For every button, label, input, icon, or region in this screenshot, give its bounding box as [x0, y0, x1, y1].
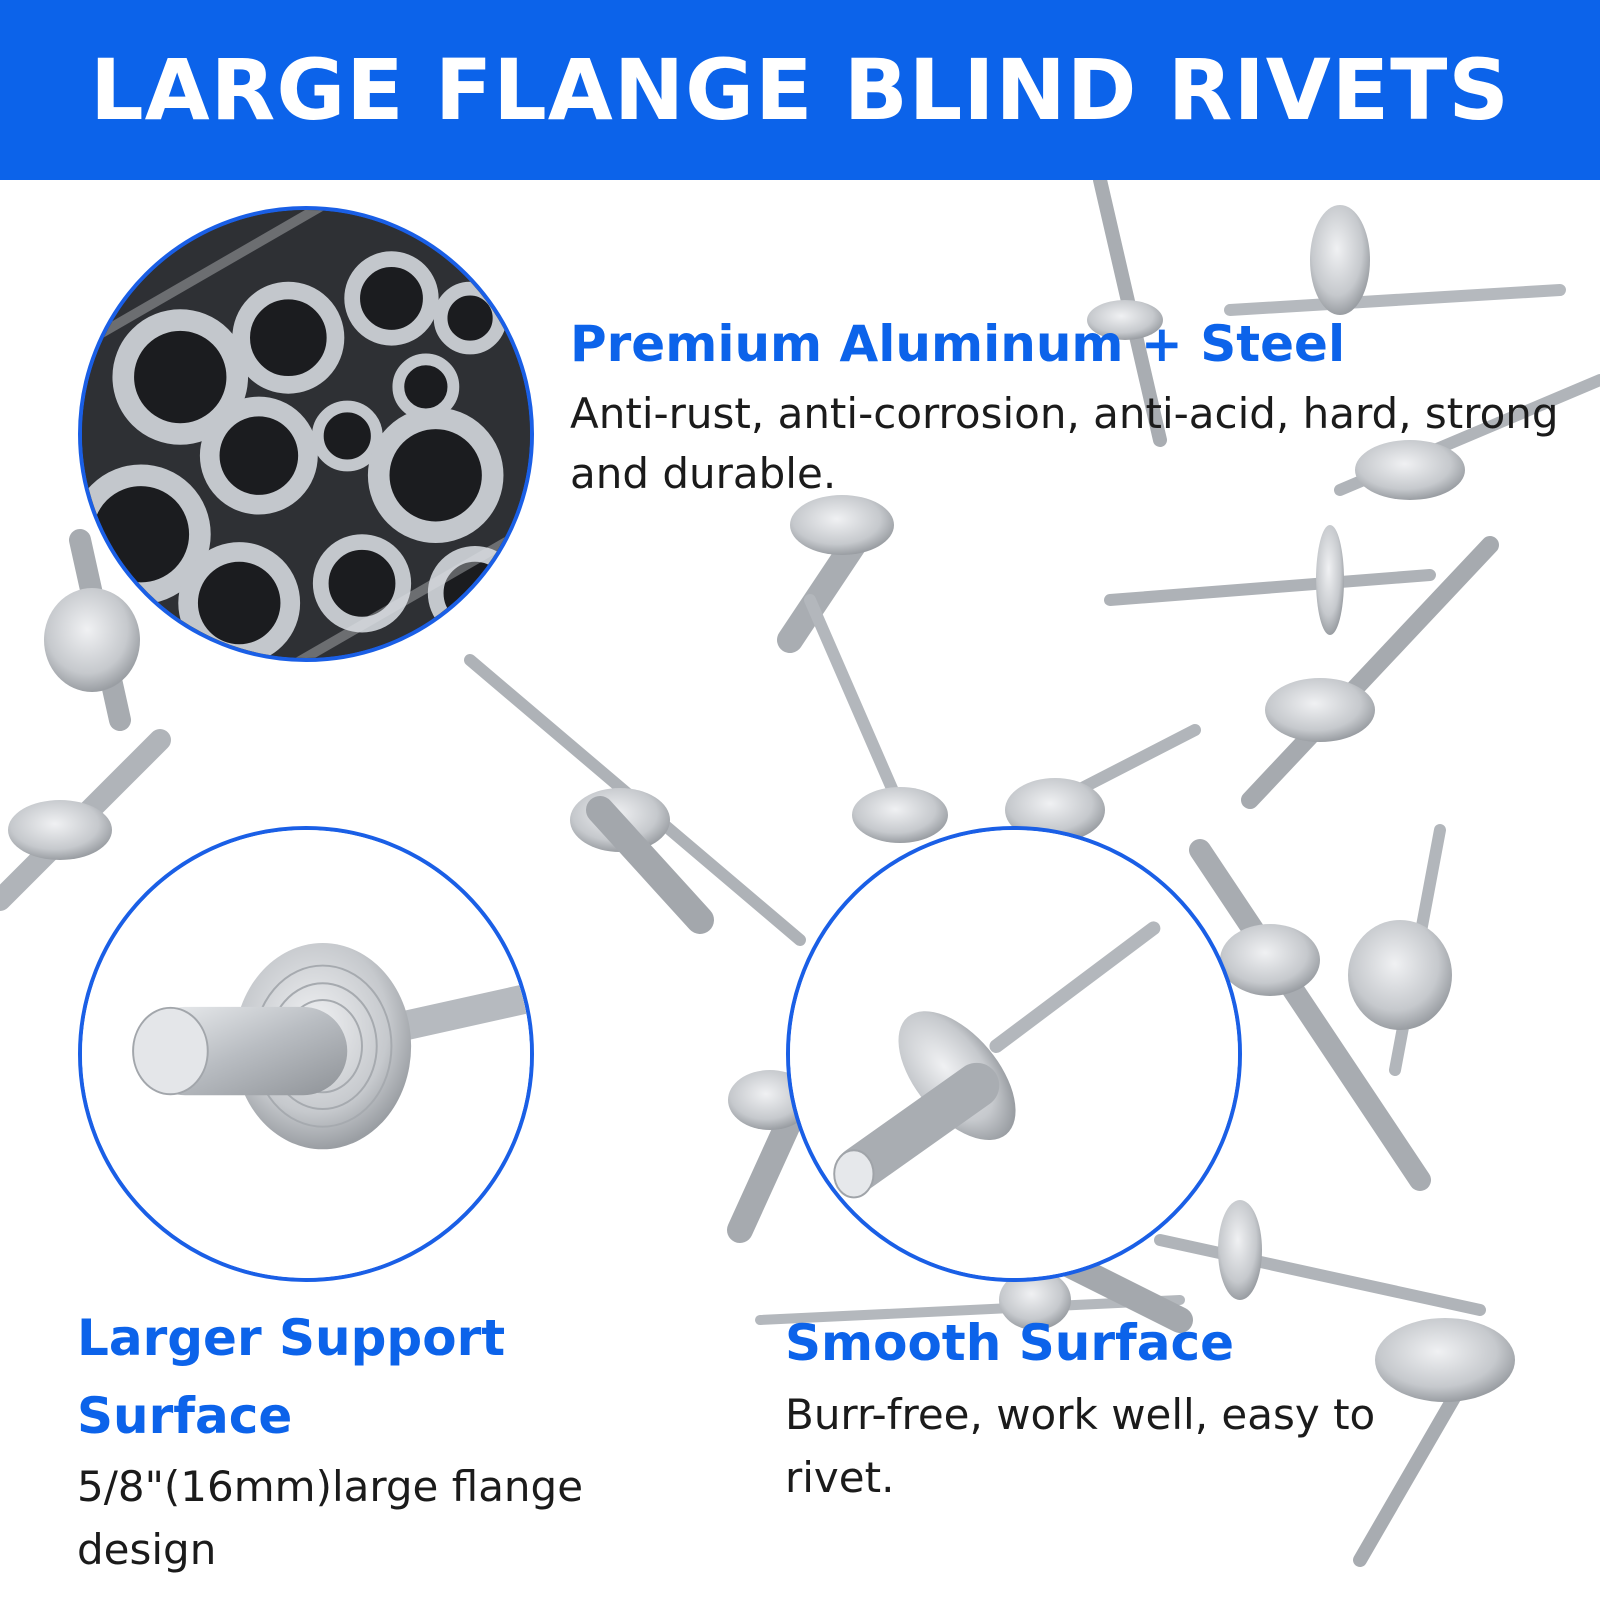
feature-smooth-surface: Smooth Surface Burr-free, work well, eas… — [785, 1305, 1405, 1509]
page-title: LARGE FLANGE BLIND RIVETS — [90, 41, 1510, 139]
feature-material-description: Anti-rust, anti-corrosion, anti-acid, ha… — [570, 388, 1559, 499]
feature-material-title: Premium Aluminum + Steel — [570, 315, 1346, 373]
feature-support-surface: Larger Support Surface 5/8"(16mm)large f… — [77, 1300, 597, 1581]
feature-smooth-surface-title: Smooth Surface — [785, 1314, 1235, 1372]
flange-closeup-image — [78, 826, 534, 1282]
feature-smooth-surface-description: Burr-free, work well, easy to rivet. — [785, 1389, 1376, 1502]
feature-material: Premium Aluminum + Steel Anti-rust, anti… — [570, 306, 1570, 505]
aluminum-tubes-image — [78, 206, 534, 662]
feature-support-surface-description: 5/8"(16mm)large flange design — [77, 1462, 584, 1574]
feature-support-surface-title: Larger Support Surface — [77, 1309, 506, 1445]
title-banner: LARGE FLANGE BLIND RIVETS — [0, 0, 1600, 180]
smooth-rivet-image — [786, 826, 1242, 1282]
